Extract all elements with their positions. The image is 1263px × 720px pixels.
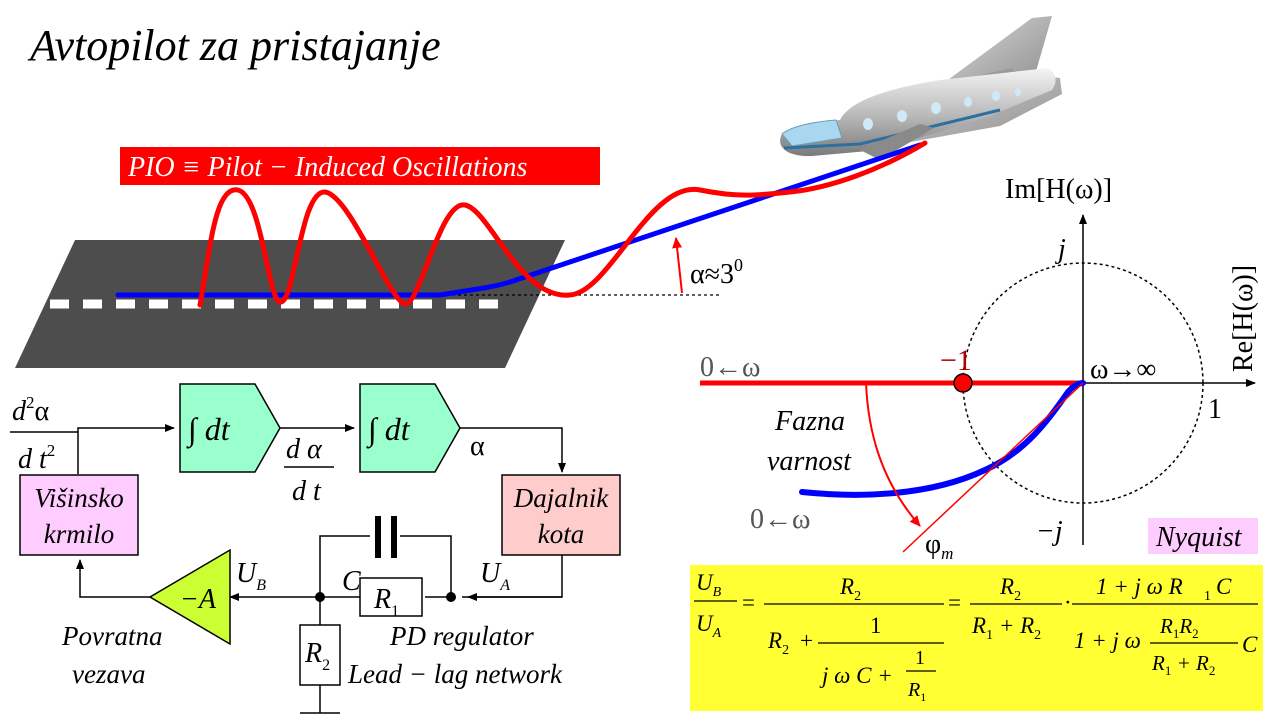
runway — [15, 240, 565, 368]
svg-text:C: C — [1242, 632, 1258, 657]
blue-nyquist-curve — [799, 380, 1086, 498]
d2alpha-num: d2α — [12, 393, 50, 427]
svg-text:=: = — [742, 590, 755, 615]
svg-text:1: 1 — [870, 613, 882, 638]
svg-text:R2: R2 — [839, 574, 861, 604]
svg-text:R2: R2 — [999, 574, 1021, 604]
dajalnik-label-1: Dajalnik — [513, 483, 610, 513]
lead-lag-label: Lead − lag network — [347, 659, 563, 689]
svg-text:R1 + R2: R1 + R2 — [1151, 651, 1215, 678]
omega-inf-label: ω→∞ — [1090, 354, 1156, 385]
r1-resistor — [359, 577, 423, 617]
dalpha-den: d t — [292, 476, 322, 507]
airplane-image — [780, 16, 1062, 160]
d2alpha-den: d t2 — [18, 441, 55, 475]
capacitor-label: C — [342, 566, 361, 597]
nyquist-plot — [700, 214, 1256, 553]
page-title: Avtopilot za pristajanje — [27, 21, 441, 70]
svg-text:UA: UA — [696, 611, 722, 641]
integrator-2-label: ∫ dt — [366, 411, 411, 449]
im-axis-label: Im[H(ω)] — [1005, 174, 1112, 205]
nyquist-badge-box — [1148, 518, 1258, 554]
r2-label: R2 — [304, 638, 330, 674]
visinsko-krmilo-block — [19, 474, 139, 556]
angle-label: α≈30 — [690, 255, 743, 290]
gain-label: −A — [180, 584, 217, 615]
svg-text:UB: UB — [696, 570, 722, 600]
svg-text:C: C — [1216, 574, 1232, 599]
dalpha-num: d α — [286, 434, 323, 465]
minus-one-label: −1 — [940, 344, 972, 377]
phase-margin-label-1: Fazna — [774, 406, 845, 437]
gain-block — [148, 548, 231, 646]
visinsko-label-2: krmilo — [44, 519, 115, 549]
re-axis-label: Re[H(ω)] — [1228, 265, 1259, 372]
phi-m-label: φm — [925, 529, 953, 563]
alpha-out-label: α — [470, 431, 485, 462]
dajalnik-kota-block — [501, 474, 621, 556]
svg-text:=: = — [948, 590, 961, 615]
phase-margin-arc — [865, 382, 921, 527]
ub-label: UB — [236, 558, 266, 594]
omega-zero-top-label: 0←ω — [700, 352, 760, 383]
dajalnik-label-2: kota — [538, 519, 585, 549]
red-pio-path — [197, 140, 928, 308]
integrator-2-block — [359, 383, 461, 473]
junction-dot-right — [446, 592, 456, 602]
one-label: 1 — [1208, 394, 1222, 425]
svg-text:1 + j ω: 1 + j ω — [1074, 628, 1141, 653]
r1-label: R1 — [373, 584, 399, 620]
pio-label-box — [120, 147, 600, 185]
nyquist-badge: Nyquist — [1155, 522, 1243, 553]
pio-label: PIO ≡ Pilot − Induced Oscillations — [127, 152, 528, 183]
capacitor-symbol — [370, 516, 400, 558]
svg-text:·: · — [1064, 590, 1072, 615]
integrator-1-label: ∫ dt — [186, 411, 231, 449]
angle-arrow — [672, 237, 683, 294]
phase-tangent-line — [902, 382, 1084, 553]
j-pos-label: j — [1055, 234, 1066, 265]
svg-text:1: 1 — [915, 647, 925, 669]
blue-glide-path — [115, 142, 923, 298]
formula-box — [690, 565, 1263, 711]
omega-zero-bottom-label: 0←ω — [750, 504, 810, 535]
svg-text:1 + j ω R: 1 + j ω R — [1096, 574, 1183, 599]
visinsko-label-1: Višinsko — [34, 483, 124, 513]
r2-resistor — [299, 624, 341, 686]
svg-text:R1 + R2: R1 + R2 — [971, 613, 1041, 643]
svg-text:+: + — [800, 628, 813, 653]
transfer-function-formula: UB UA = R2 R2 + 1 j ω C + 1 R1 = R2 R1 +… — [694, 570, 1258, 704]
svg-text:R1R2: R1R2 — [1159, 614, 1199, 641]
integrator-1-block — [179, 383, 281, 473]
feedback-label-1: Povratna — [61, 621, 163, 651]
unit-circle — [962, 262, 1204, 504]
svg-text:1: 1 — [1204, 589, 1211, 604]
pd-regulator-label: PD regulator — [389, 621, 534, 651]
ua-label: UA — [480, 558, 510, 594]
svg-text:R1: R1 — [907, 679, 926, 704]
j-neg-label: −j — [1036, 516, 1063, 547]
phase-margin-label-2: varnost — [767, 446, 852, 477]
feedback-label-2: vezava — [72, 659, 145, 689]
svg-text:j ω C +: j ω C + — [819, 663, 893, 688]
junction-dot-left — [315, 592, 325, 602]
svg-text:R2: R2 — [767, 628, 789, 658]
critical-point — [953, 373, 973, 393]
